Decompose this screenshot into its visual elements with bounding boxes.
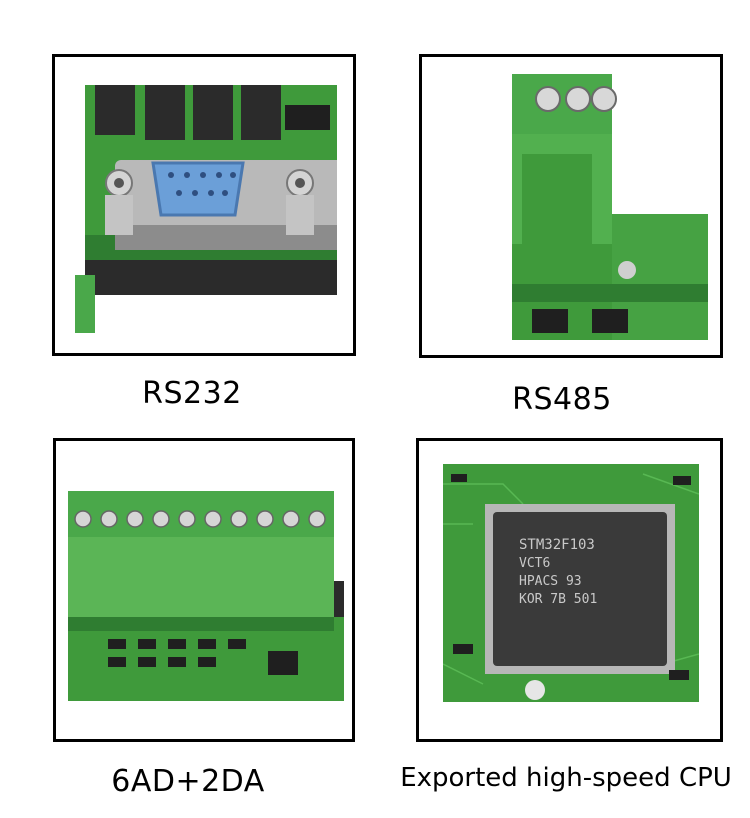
- cpu-photo: STM32F103 VCT6 HPACS 93 KOR 7B 501: [443, 464, 699, 702]
- rs485-caption: RS485: [512, 382, 612, 417]
- ad-da-photo: [68, 491, 344, 701]
- rs232-caption: RS232: [142, 376, 242, 411]
- cpu-panel: STM32F103 VCT6 HPACS 93 KOR 7B 501: [416, 438, 723, 742]
- svg-text:STM32F103: STM32F103: [519, 537, 595, 553]
- svg-text:HPACS 93: HPACS 93: [519, 574, 582, 589]
- rs485-panel: [419, 54, 723, 358]
- svg-text:VCT6: VCT6: [519, 556, 550, 571]
- ad-da-panel: [53, 438, 355, 742]
- cpu-caption: Exported high-speed CPU: [400, 763, 732, 793]
- rs232-panel: [52, 54, 356, 356]
- rs232-photo: [75, 85, 337, 333]
- ad-da-caption: 6AD+2DA: [111, 764, 265, 799]
- rs485-photo: [512, 74, 708, 340]
- svg-text:KOR 7B 501: KOR 7B 501: [519, 592, 597, 607]
